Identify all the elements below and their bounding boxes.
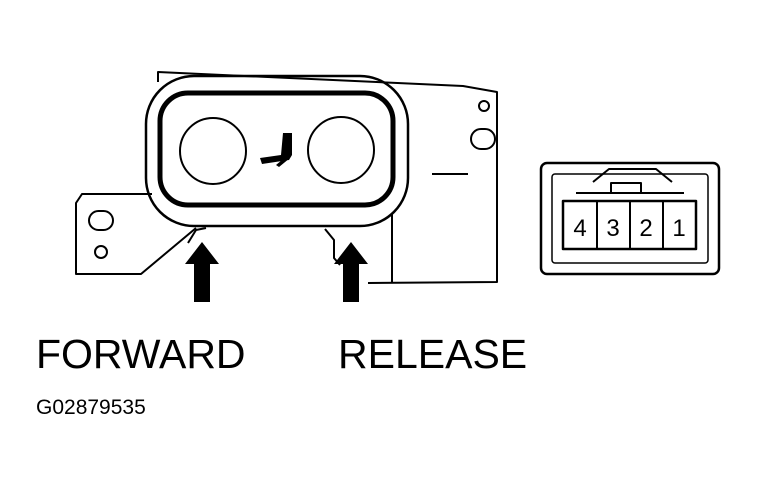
release-label: RELEASE [338, 331, 528, 377]
forward-label: FORWARD [36, 331, 246, 377]
switch-housing-outer [144, 74, 410, 228]
release-knob [307, 116, 375, 184]
connector-housing-inner [551, 173, 709, 264]
left-bracket-slot [88, 210, 114, 231]
connector-pin-label: 1 [672, 215, 685, 242]
connector-pin-label: 2 [639, 215, 652, 242]
connector-latch [592, 168, 673, 183]
bracket-hole-slot [470, 128, 496, 150]
connector-lock [610, 182, 642, 194]
bracket-hole-small [478, 100, 490, 112]
figure-code: G02879535 [36, 396, 146, 419]
up-arrow-icon [185, 242, 219, 302]
switch-housing-inner [157, 90, 396, 208]
forward-knob [179, 117, 247, 185]
left-mounting-bracket [75, 193, 197, 275]
left-bracket-hole [94, 245, 108, 259]
upper-mounting-bracket [157, 71, 498, 284]
connector-pin-label: 3 [606, 215, 619, 242]
forward-lever-tab [187, 227, 207, 244]
connector-housing [539, 161, 721, 276]
up-arrow-icon [334, 242, 368, 302]
connector-pin-label: 4 [573, 215, 586, 242]
seat-icon [260, 133, 292, 167]
